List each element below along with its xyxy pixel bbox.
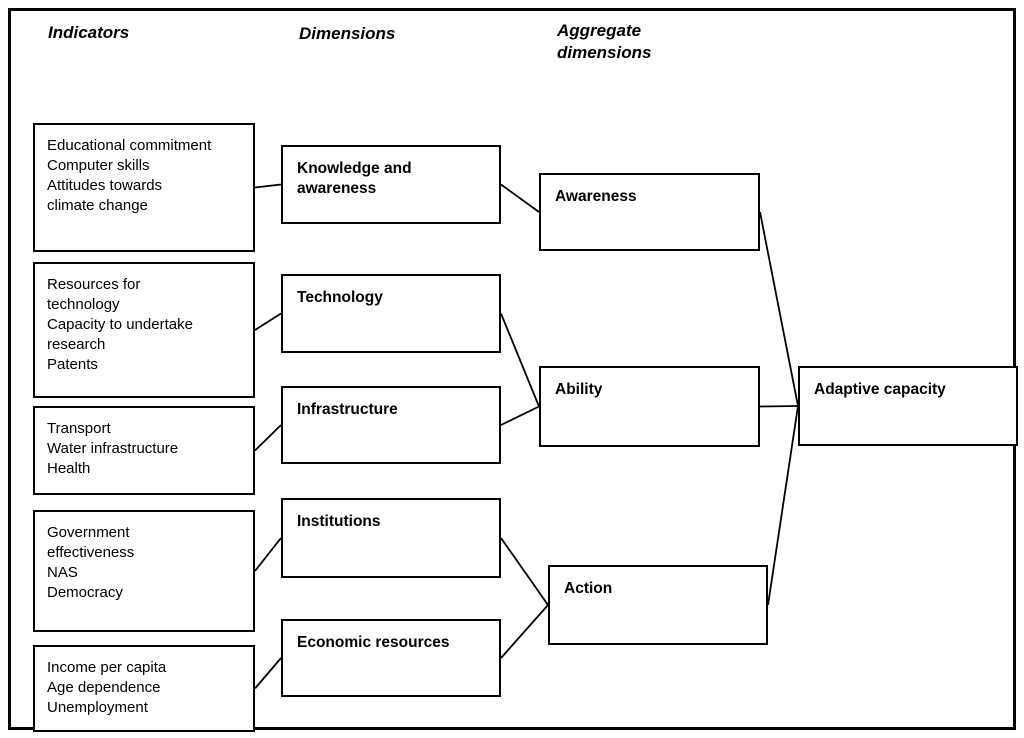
edge-ind2-to-dim2 [254,312,282,331]
indicator-box-education-skills: Educational commitment Computer skills A… [33,123,255,252]
edge-ind3-to-dim3 [254,424,282,452]
aggregate-box-ability: Ability [539,366,760,447]
aggregate-box-awareness: Awareness [539,173,760,251]
aggregate-box-action: Action [548,565,768,645]
dimension-box-technology: Technology [281,274,501,353]
edge-ind1-to-dim1 [254,183,282,189]
indicator-box-governance: Government effectiveness NAS Democracy [33,510,255,632]
dimension-box-knowledge-awareness: Knowledge and awareness [281,145,501,224]
edge-dim2-to-agg2 [500,313,540,407]
edge-dim5-to-agg3 [500,604,549,659]
column-header-indicators: Indicators [48,23,130,42]
edge-dim3-to-agg2 [500,405,540,426]
indicator-box-technology-research: Resources for technology Capacity to und… [33,262,255,398]
edge-agg2-to-final [759,405,799,408]
edge-ind4-to-dim4 [254,537,282,572]
edge-ind5-to-dim5 [254,657,282,690]
dimension-box-infrastructure: Infrastructure [281,386,501,464]
dimension-box-institutions: Institutions [281,498,501,578]
column-header-dimensions: Dimensions [299,24,396,43]
column-header-aggregate-dimensions: Aggregate dimensions [557,21,652,62]
indicator-box-economic-demographics: Income per capita Age dependence Unemplo… [33,645,255,732]
edge-agg1-to-final [759,211,799,407]
indicator-box-transport-health: Transport Water infrastructure Health [33,406,255,495]
edge-dim1-to-agg1 [500,183,540,213]
adaptive-capacity-box: Adaptive capacity [798,366,1018,446]
edge-agg3-to-final [767,405,799,606]
dimension-box-economic-resources: Economic resources [281,619,501,697]
edge-dim4-to-agg3 [500,537,549,606]
